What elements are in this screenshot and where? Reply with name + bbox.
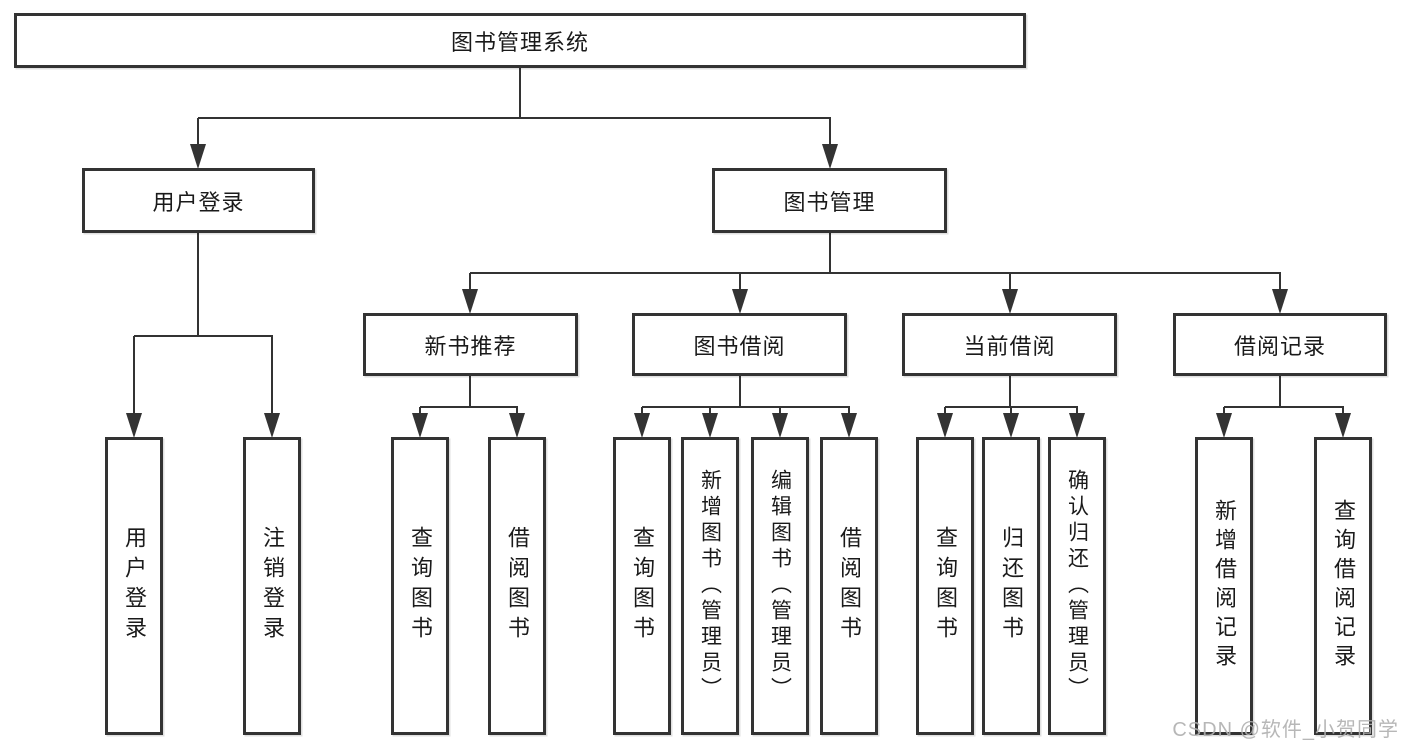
node-user-login: 用户登录 (82, 168, 315, 233)
connector-book-mgmt-to-level3 (462, 232, 1288, 314)
leaf-label: 查询图书 (630, 526, 655, 646)
node-label: 图书管理 (783, 189, 876, 215)
leaf-edit-book-admin: 编辑图书（管理员） (751, 437, 809, 735)
leaf-borrow-book: 借阅图书 (820, 437, 878, 735)
connector-root-to-level2 (190, 67, 838, 169)
connector-borrow-records-to-leaves (1216, 375, 1351, 438)
leaf-borrow-book-recommend: 借阅图书 (488, 437, 546, 735)
leaf-query-borrow-record: 查询借阅记录 (1314, 437, 1372, 735)
leaf-label: 确认归还（管理员） (1065, 469, 1089, 703)
leaf-label: 借阅图书 (505, 526, 530, 646)
connector-current-borrow-to-leaves (937, 375, 1085, 438)
leaf-label: 用户登录 (122, 526, 147, 646)
leaf-label: 借阅图书 (837, 526, 862, 646)
node-label: 用户登录 (152, 189, 245, 215)
leaf-label: 新增图书（管理员） (698, 469, 722, 703)
leaf-label: 查询图书 (933, 526, 958, 646)
leaf-query-book-borrow: 查询图书 (613, 437, 671, 735)
node-current-borrow: 当前借阅 (902, 313, 1117, 376)
leaf-label: 新增借阅记录 (1212, 499, 1237, 673)
node-label: 图书借阅 (693, 333, 786, 359)
node-book-management: 图书管理 (712, 168, 947, 233)
leaf-query-book-recommend: 查询图书 (391, 437, 449, 735)
connector-book-borrow-to-leaves (634, 375, 857, 438)
node-borrow-records: 借阅记录 (1173, 313, 1387, 376)
node-label: 当前借阅 (963, 333, 1056, 359)
leaf-query-book-current: 查询图书 (916, 437, 974, 735)
node-book-borrow: 图书借阅 (632, 313, 847, 376)
leaf-label: 查询借阅记录 (1331, 499, 1356, 673)
csdn-watermark: CSDN @软件_小贺同学 (1172, 719, 1399, 741)
leaf-return-book: 归还图书 (982, 437, 1040, 735)
node-label: 图书管理系统 (450, 29, 589, 55)
leaf-user-login: 用户登录 (105, 437, 163, 735)
node-new-book-recommend: 新书推荐 (363, 313, 578, 376)
leaf-logout: 注销登录 (243, 437, 301, 735)
leaf-add-borrow-record: 新增借阅记录 (1195, 437, 1253, 735)
leaf-add-book-admin: 新增图书（管理员） (681, 437, 739, 735)
leaf-confirm-return-admin: 确认归还（管理员） (1048, 437, 1106, 735)
node-root-library-system: 图书管理系统 (14, 13, 1026, 68)
leaf-label: 归还图书 (999, 526, 1024, 646)
connector-user-login-to-leaves (126, 232, 280, 438)
leaf-label: 编辑图书（管理员） (768, 469, 792, 703)
node-label: 新书推荐 (424, 333, 517, 359)
connector-new-book-to-leaves (412, 375, 525, 438)
leaf-label: 注销登录 (260, 526, 285, 646)
leaf-label: 查询图书 (408, 526, 433, 646)
node-label: 借阅记录 (1233, 333, 1326, 359)
